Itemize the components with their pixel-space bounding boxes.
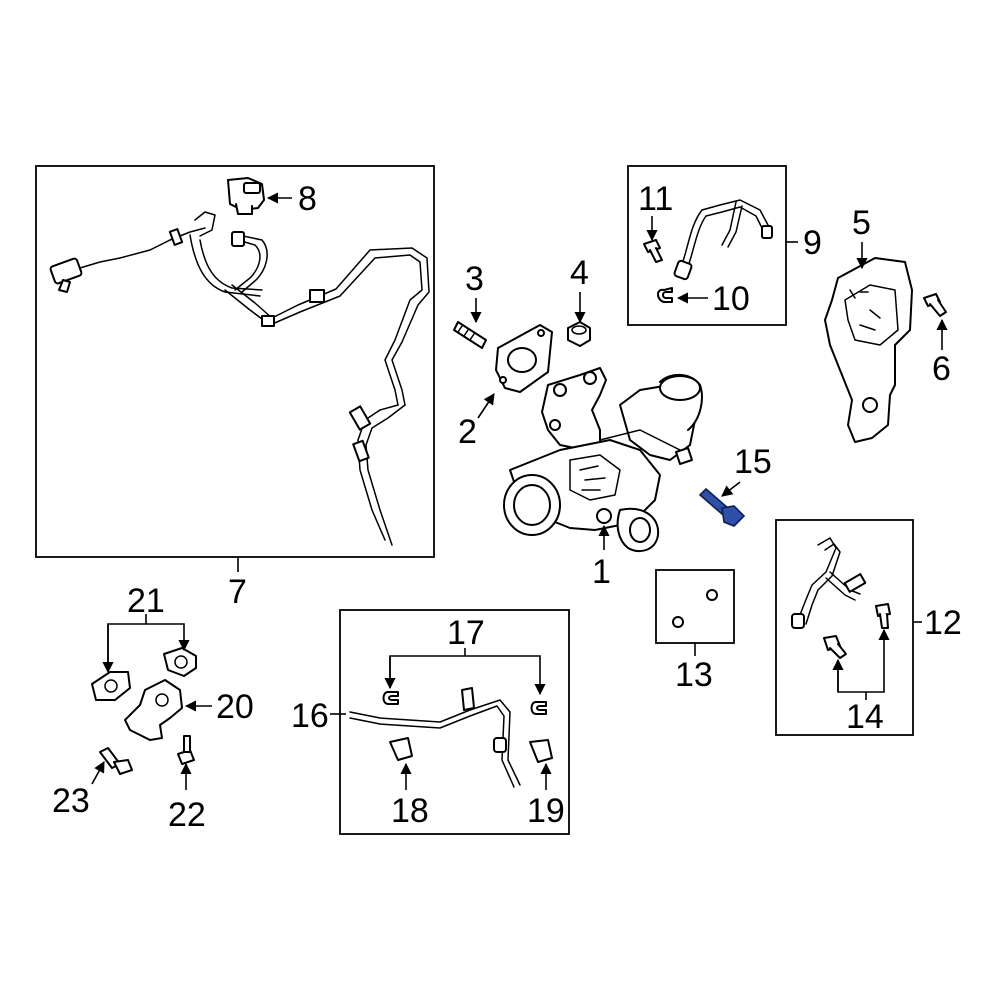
group-box-9	[627, 165, 787, 326]
callout-3: 3	[465, 260, 484, 298]
callout-numbers: 1 2 3 4 5 6 7 8 9 10 11 12 13 14 15 16 1…	[52, 180, 962, 834]
callout-9: 9	[803, 224, 822, 262]
group-box-13	[655, 569, 735, 644]
bolt-part-14a[interactable]	[875, 603, 891, 629]
flange-part-20[interactable]	[124, 679, 183, 741]
gasket-part-21b[interactable]	[163, 647, 197, 677]
nut-part[interactable]	[567, 321, 591, 347]
callout-16: 16	[291, 697, 329, 735]
gasket-part[interactable]	[495, 324, 553, 393]
callout-2: 2	[458, 413, 477, 451]
leader-lines	[91, 192, 948, 790]
callout-15: 15	[734, 443, 772, 481]
callout-14: 14	[846, 698, 884, 736]
callout-11: 11	[638, 180, 673, 218]
vacuum-harness-part[interactable]	[49, 211, 430, 546]
clamp-part-17a[interactable]	[382, 691, 399, 705]
gasket-part-13	[672, 589, 718, 628]
bolt-part-22[interactable]	[177, 735, 195, 765]
callout-12: 12	[924, 604, 962, 642]
clamp-part-17b[interactable]	[530, 701, 547, 715]
callout-8: 8	[298, 180, 317, 218]
oil-tube-part[interactable]	[791, 537, 867, 629]
group-box-7	[35, 165, 435, 558]
fitting-part-18[interactable]	[389, 737, 413, 761]
coolant-tube-part[interactable]	[673, 199, 773, 281]
callout-6: 6	[932, 350, 951, 388]
callout-13: 13	[675, 656, 713, 694]
callout-20: 20	[216, 688, 254, 726]
callout-4: 4	[570, 254, 589, 292]
highlighted-bolt-part[interactable]	[698, 487, 746, 527]
bolt-part-23[interactable]	[99, 747, 133, 775]
callout-21: 21	[127, 582, 165, 620]
callout-10: 10	[712, 280, 750, 318]
callout-19: 19	[527, 792, 565, 830]
fitting-part-19[interactable]	[529, 739, 553, 763]
bolt-part-6[interactable]	[923, 293, 947, 317]
solenoid-part[interactable]	[227, 177, 265, 215]
callout-1: 1	[592, 553, 611, 591]
stud-part[interactable]	[453, 321, 487, 349]
bolt-part-11[interactable]	[643, 239, 663, 263]
callout-22: 22	[168, 796, 206, 834]
bolt-part-14b[interactable]	[823, 635, 847, 659]
callout-18: 18	[391, 792, 429, 830]
return-tube-part[interactable]	[349, 687, 521, 788]
callout-7: 7	[228, 573, 247, 611]
gasket-part-21a[interactable]	[91, 671, 131, 701]
clamp-part-10[interactable]	[657, 287, 673, 303]
group-box-16	[339, 609, 570, 835]
group-box-12	[775, 519, 914, 736]
callout-23: 23	[52, 782, 90, 820]
turbocharger-part[interactable]	[503, 367, 703, 553]
callout-5: 5	[852, 204, 871, 242]
heat-shield-part[interactable]	[824, 257, 913, 443]
callout-17: 17	[447, 614, 485, 652]
